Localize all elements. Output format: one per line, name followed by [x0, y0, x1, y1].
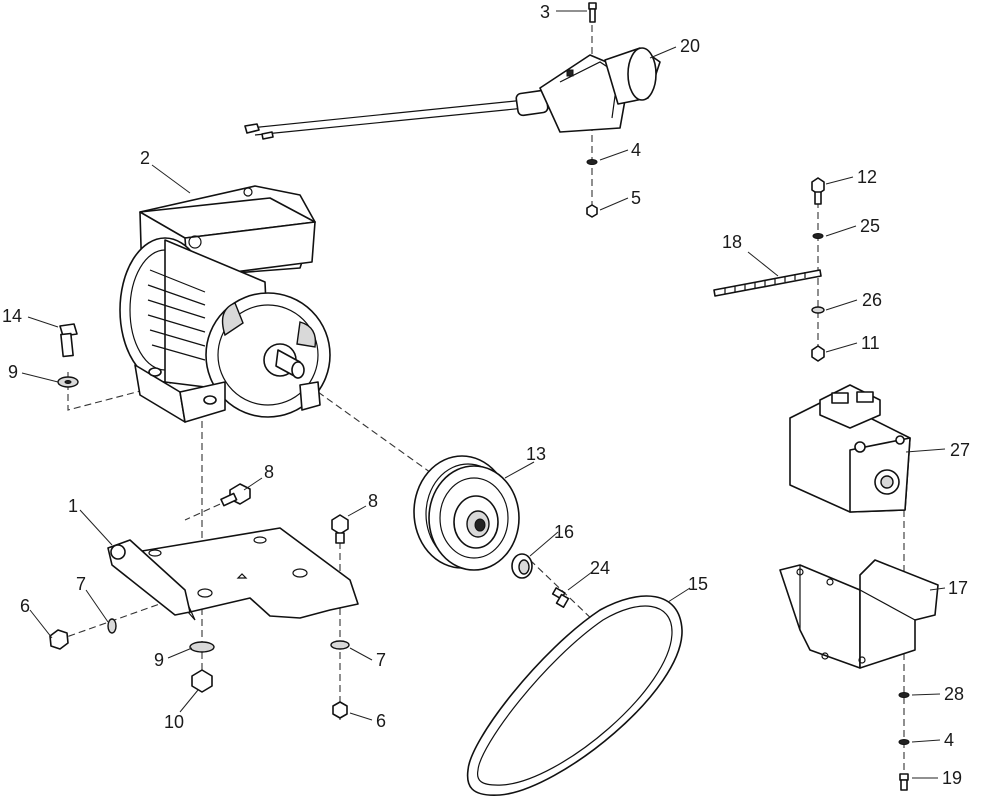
callout-14: 14 — [2, 306, 22, 326]
callout-9-motor: 9 — [8, 362, 18, 382]
callout-26: 26 — [862, 290, 882, 310]
callout-20: 20 — [680, 36, 700, 56]
callout-7-left: 7 — [76, 574, 86, 594]
callout-8-right: 8 — [368, 491, 378, 511]
plug-cable-assembly — [244, 47, 661, 140]
callout-11: 11 — [861, 333, 880, 353]
callout-25: 25 — [860, 216, 880, 236]
v-belt — [466, 595, 683, 796]
mounting-bracket — [779, 559, 939, 669]
electric-motor — [119, 185, 331, 423]
callout-5: 5 — [631, 188, 641, 208]
fasteners-heater — [811, 177, 825, 362]
callout-7-right: 7 — [376, 650, 386, 670]
callout-16: 16 — [554, 522, 574, 542]
leader-lines — [21, 10, 946, 779]
callout-4-plug: 4 — [631, 140, 641, 160]
callout-17: 17 — [948, 578, 968, 598]
callout-13: 13 — [526, 444, 546, 464]
callout-12: 12 — [857, 167, 877, 187]
callout-8-left: 8 — [264, 462, 274, 482]
callout-9-base: 9 — [154, 650, 164, 670]
callout-6-left: 6 — [20, 596, 30, 616]
callout-15: 15 — [688, 574, 708, 594]
heater-rod — [713, 269, 822, 297]
callout-19: 19 — [942, 768, 962, 788]
fasteners-motor-left — [57, 323, 79, 388]
callout-27: 27 — [950, 440, 970, 460]
fasteners-plug — [586, 2, 598, 218]
callout-28: 28 — [944, 684, 964, 704]
pulley — [413, 455, 520, 571]
callout-24: 24 — [590, 558, 610, 578]
callout-6-right: 6 — [376, 711, 386, 731]
callout-4-bracket: 4 — [944, 730, 954, 750]
callouts: 3 20 4 5 2 14 9 12 25 18 26 11 27 17 28 … — [2, 2, 970, 788]
pulley-bushing — [511, 553, 570, 608]
base-plate — [107, 527, 359, 621]
callout-18: 18 — [722, 232, 742, 252]
callout-10: 10 — [164, 712, 184, 732]
fasteners-bracket — [898, 692, 910, 791]
callout-3: 3 — [540, 2, 550, 22]
fasteners-base — [49, 483, 350, 719]
callout-2: 2 — [140, 148, 150, 168]
switch-box — [789, 384, 911, 513]
callout-1: 1 — [68, 496, 78, 516]
